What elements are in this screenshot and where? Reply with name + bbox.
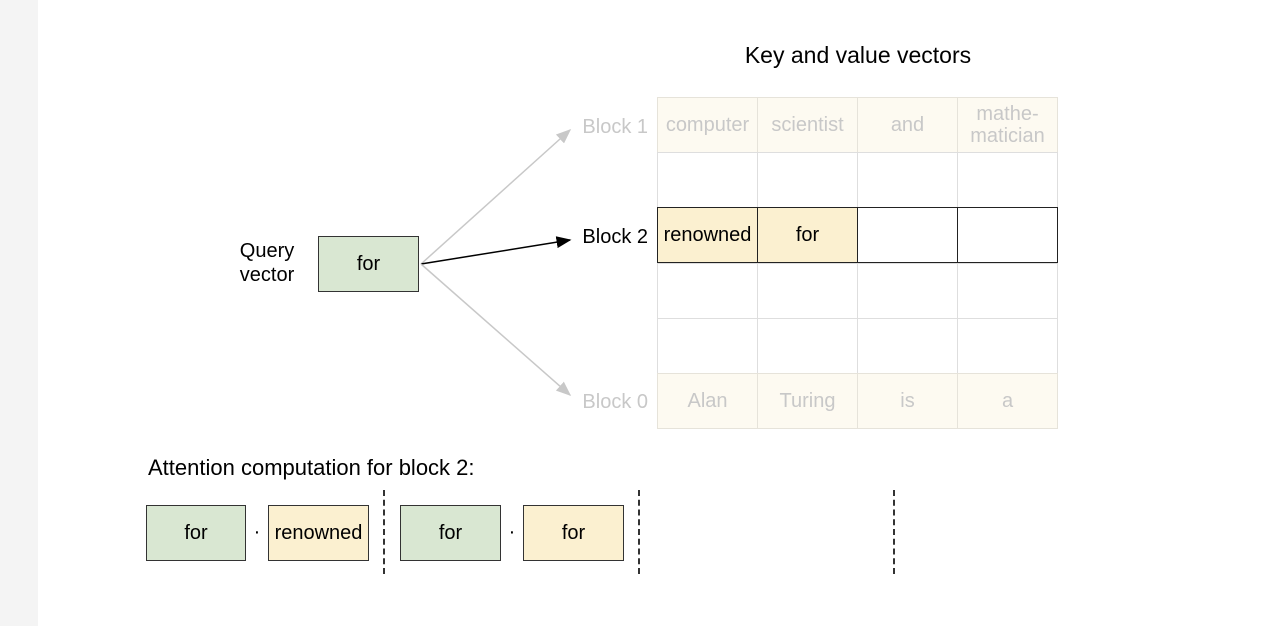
attention-title: Attention computation for block 2:: [148, 455, 475, 480]
separator-line: [893, 490, 895, 574]
query-label-line2: vector: [239, 264, 295, 286]
grid-row-empty: [657, 152, 1058, 208]
arrow-to-block-1: [420, 128, 572, 265]
grid-cell: [857, 207, 958, 263]
grid-cell: mathe- matician: [957, 97, 1058, 153]
grid-cell: [957, 318, 1058, 374]
dot-product-operator: ·: [253, 521, 261, 543]
kv-cache-grid: computer scientist and mathe- matician r…: [657, 97, 1058, 430]
grid-cell: [657, 263, 758, 319]
query-token-box: for: [318, 236, 419, 292]
grid-cell: Alan: [657, 373, 758, 429]
diagram-title: Key and value vectors: [744, 42, 972, 68]
dot-product-operator: ·: [508, 521, 516, 543]
grid-cell: [957, 263, 1058, 319]
separator-line: [638, 490, 640, 574]
grid-cell: [757, 318, 858, 374]
attention-key-box: renowned: [268, 505, 369, 561]
grid-cell: [957, 152, 1058, 208]
arrow-to-block-0: [420, 263, 572, 396]
grid-row-block-0: Alan Turing is a: [657, 373, 1058, 429]
grid-cell: for: [757, 207, 858, 263]
grid-row-empty: [657, 318, 1058, 374]
query-vector-label: Query vector: [224, 239, 310, 287]
grid-cell: a: [957, 373, 1058, 429]
grid-cell: [657, 152, 758, 208]
attention-key-box: for: [523, 505, 624, 561]
grid-cell: renowned: [657, 207, 758, 263]
block-2-label: Block 2: [582, 226, 648, 248]
grid-row-block-1: computer scientist and mathe- matician: [657, 97, 1058, 153]
grid-cell: and: [857, 97, 958, 153]
attention-query-box: for: [146, 505, 246, 561]
query-label-line1: Query: [239, 240, 295, 262]
separator-line: [383, 490, 385, 574]
grid-cell: [757, 152, 858, 208]
grid-row-empty: [657, 263, 1058, 319]
grid-cell: [857, 152, 958, 208]
arrow-to-block-2: [420, 236, 572, 265]
grid-cell: scientist: [757, 97, 858, 153]
grid-cell: [657, 318, 758, 374]
grid-cell: computer: [657, 97, 758, 153]
attention-query-box: for: [400, 505, 501, 561]
grid-cell: Turing: [757, 373, 858, 429]
block-0-label: Block 0: [582, 391, 648, 413]
grid-cell: is: [857, 373, 958, 429]
grid-cell: [757, 263, 858, 319]
grid-cell: [857, 263, 958, 319]
grid-cell: [957, 207, 1058, 263]
grid-row-block-2: renowned for: [657, 207, 1058, 263]
block-1-label: Block 1: [582, 116, 648, 138]
grid-cell: [857, 318, 958, 374]
